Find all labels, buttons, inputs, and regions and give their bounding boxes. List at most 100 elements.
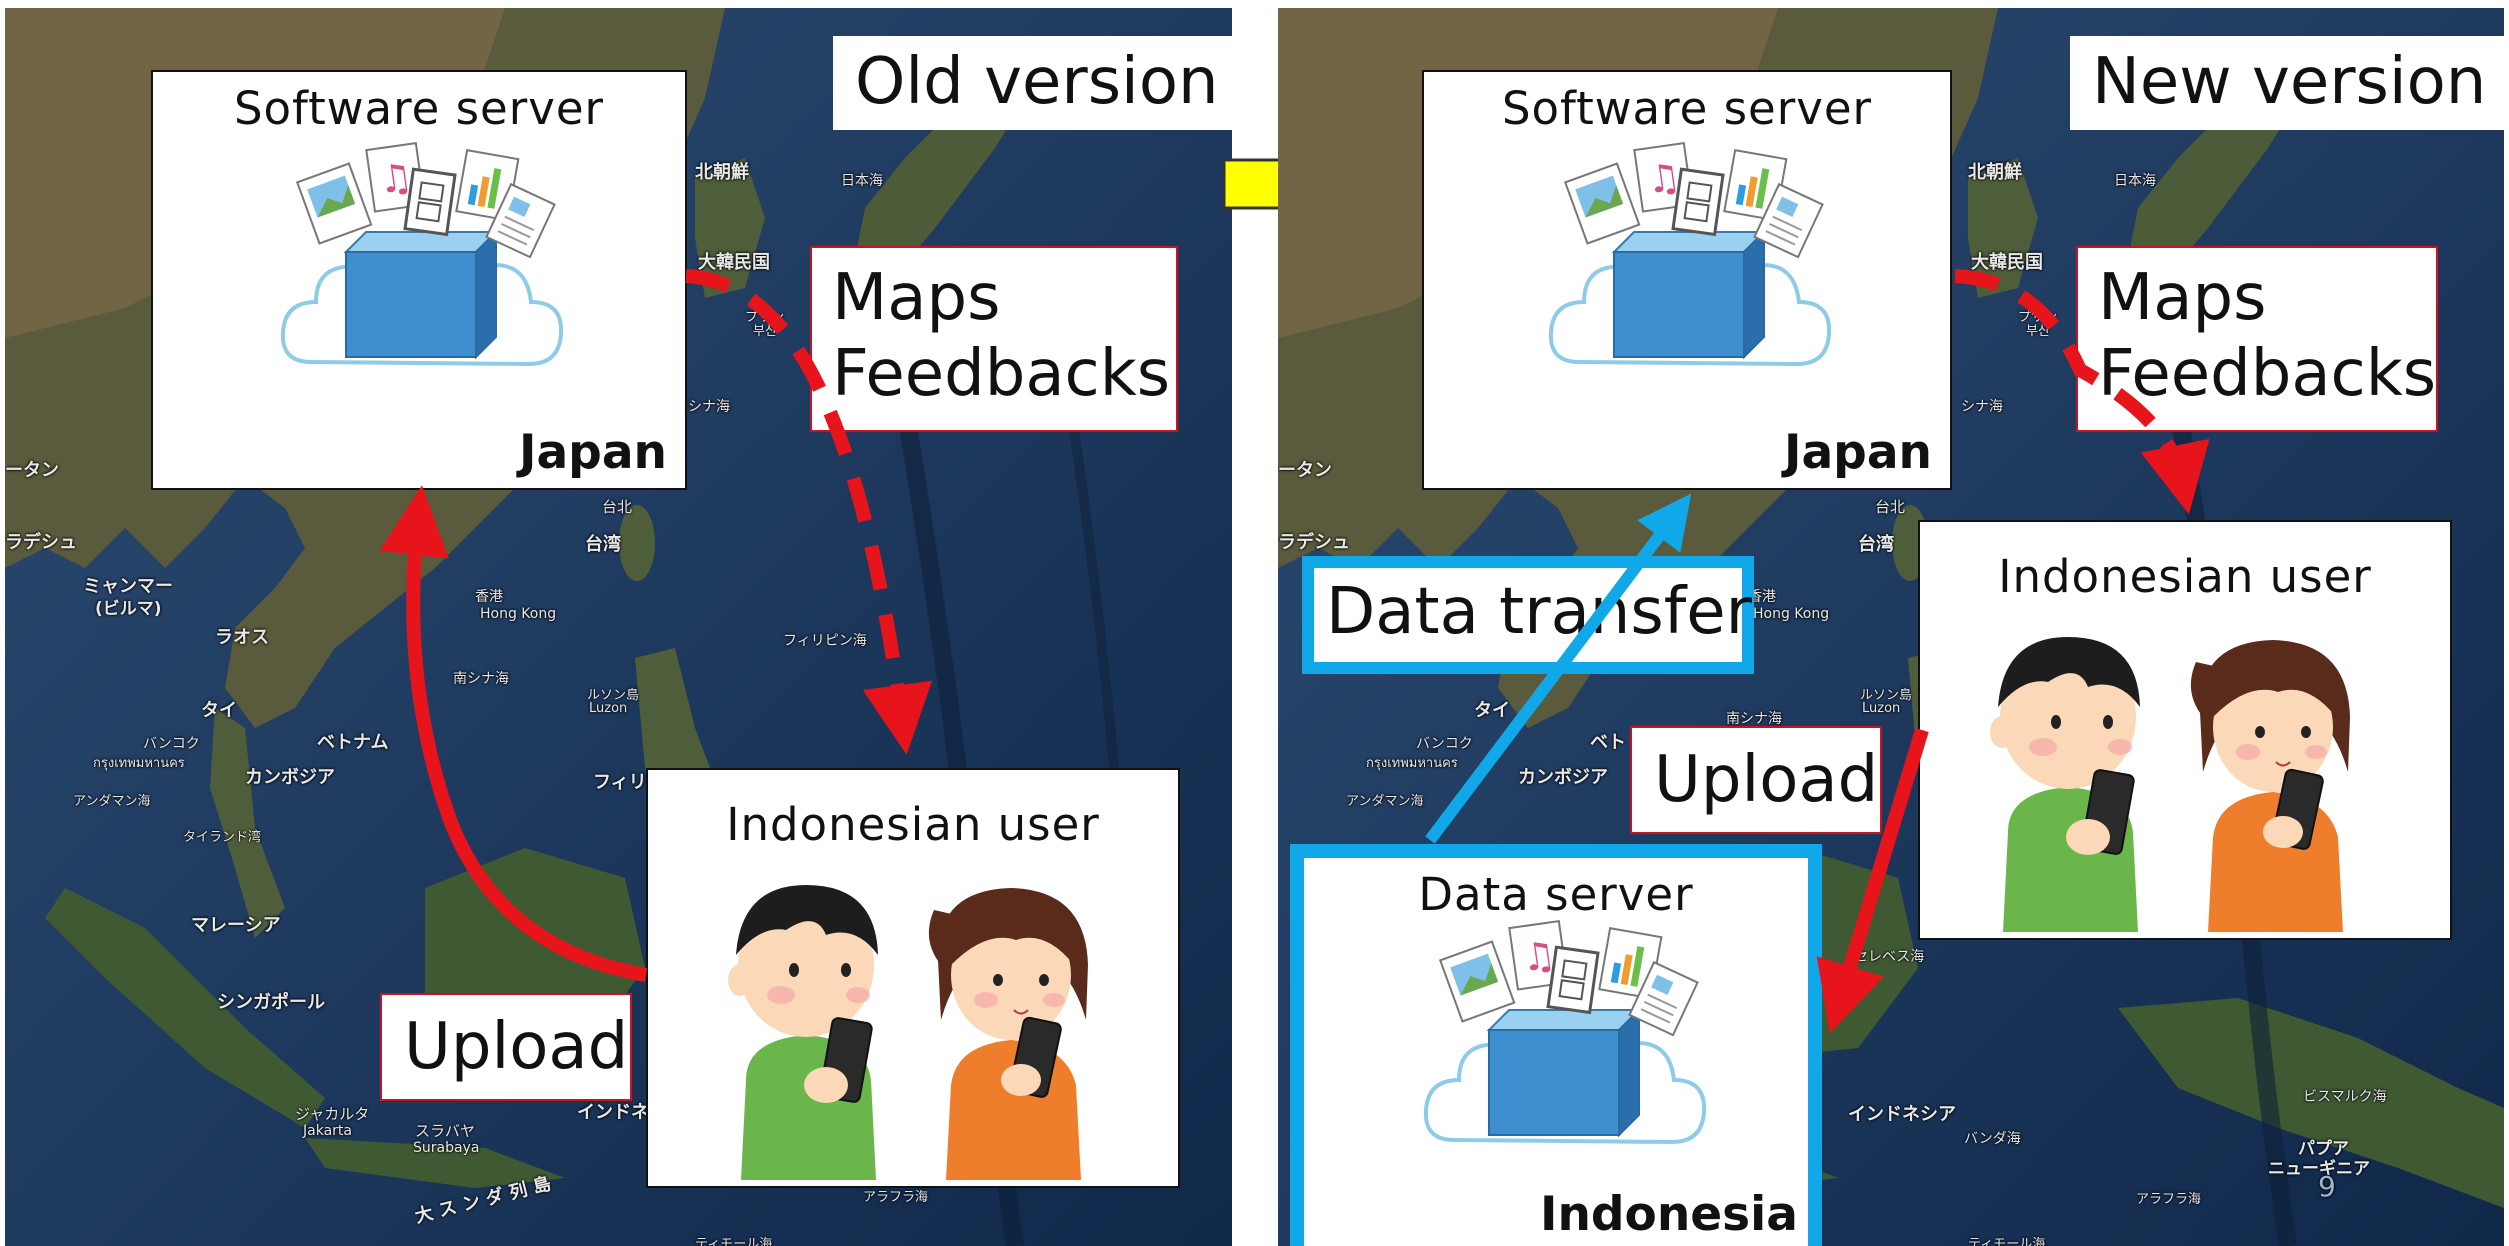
software-server-header: Software server xyxy=(233,82,605,135)
version-label: New version xyxy=(2070,36,2504,130)
map-label: カンボジア xyxy=(245,767,335,788)
maps-label: Maps xyxy=(832,261,1001,335)
map-label: ティモール海 xyxy=(695,1237,773,1246)
new-version-panel: 北朝鮮 日本海 大韓民国 プサン 부산 シナ海 台北 台湾 ータン ラデシュ 香… xyxy=(1278,8,2504,1246)
map-label: フィリピン海 xyxy=(783,633,867,649)
feedbacks-label: Feedbacks xyxy=(832,337,1171,411)
map-label: ータン xyxy=(5,460,59,481)
data-server-header: Data server xyxy=(1418,868,1694,921)
video-file-icon xyxy=(403,167,457,237)
video-file-icon xyxy=(1671,167,1725,237)
map-label: シナ海 xyxy=(688,399,730,415)
map-label: アラフラ海 xyxy=(863,1190,929,1205)
map-label: カンボジア xyxy=(1518,767,1608,788)
old-version-panel: 北朝鮮 日本海 大韓民国 プサン 부산 シナ海 台北 台湾 ータン ラデシュ ミ… xyxy=(5,8,1232,1246)
indonesian-user-box: Indonesian user xyxy=(1918,520,2452,940)
indonesian-user-box: Indonesian user xyxy=(646,768,1180,1188)
upload-label-box: Upload xyxy=(1630,726,1882,834)
map-label: タイランド湾 xyxy=(183,830,262,845)
map-label: 台湾 xyxy=(1858,534,1894,555)
version-label-text: New version xyxy=(2092,45,2487,119)
map-label: 南シナ海 xyxy=(1726,711,1782,727)
map-label: スラバヤ xyxy=(415,1122,475,1140)
map-label: インドネシア xyxy=(1848,1104,1956,1125)
map-label: กรุงเทพมหานคร xyxy=(93,756,185,771)
data-transfer-label-box: Data transfer xyxy=(1302,556,1754,674)
user-box-header: Indonesian user xyxy=(726,798,1100,851)
map-label: 北朝鮮 xyxy=(695,162,749,183)
database-box xyxy=(1611,229,1767,360)
cloud-server-icon: ♫ xyxy=(1548,142,1832,367)
map-label: シナ海 xyxy=(1961,399,2003,415)
map-label: バンコク xyxy=(1416,736,1473,752)
map-label: フィリ xyxy=(593,772,647,793)
maps-feedbacks-box: Maps Feedbacks xyxy=(2076,246,2438,432)
map-label: ラデシュ xyxy=(5,532,77,553)
maps-feedbacks-box: Maps Feedbacks xyxy=(810,246,1178,432)
map-label: マレーシア xyxy=(191,915,281,936)
image-file-icon xyxy=(1563,162,1641,245)
country-label: Japan xyxy=(518,425,667,480)
map-label: Luzon xyxy=(1862,701,1901,716)
cloud-server-icon: ♫ xyxy=(1423,920,1707,1145)
map-label: ータン xyxy=(1278,460,1332,481)
map-label: กรุงเทพมหานคร xyxy=(1366,756,1458,771)
map-label: タイ xyxy=(201,700,237,721)
users-illustration xyxy=(728,885,1088,1180)
boy-with-phone-icon xyxy=(728,885,878,1180)
map-label: Hong Kong xyxy=(480,606,557,622)
map-label: バンコク xyxy=(143,736,200,752)
database-box xyxy=(343,229,499,360)
map-label: 日本海 xyxy=(841,173,883,189)
map-label: 南シナ海 xyxy=(453,671,509,687)
map-label: ラデシュ xyxy=(1278,532,1350,553)
software-server-box: Software server ♫ xyxy=(1422,70,1952,490)
map-label: 台北 xyxy=(602,498,633,516)
data-transfer-label: Data transfer xyxy=(1326,575,1752,649)
page-number: 9 xyxy=(2318,1170,2336,1203)
map-label: アラフラ海 xyxy=(2136,1192,2202,1207)
map-label: 大韓民国 xyxy=(1971,252,2043,273)
map-label: 日本海 xyxy=(2114,173,2156,189)
map-label: インドネ xyxy=(577,1102,649,1123)
document-file-icon xyxy=(485,182,556,259)
map-label: ジャカルタ xyxy=(295,1105,370,1123)
maps-label: Maps xyxy=(2098,261,2267,335)
upload-label: Upload xyxy=(404,1010,629,1084)
map-label: タイ xyxy=(1474,700,1510,721)
map-label: Surabaya xyxy=(413,1140,480,1156)
map-label: シンガポール xyxy=(217,992,325,1013)
country-label: Indonesia xyxy=(1539,1187,1798,1242)
map-label: ルソン島 xyxy=(1860,688,1913,703)
map-label: ビスマルク海 xyxy=(2303,1089,2387,1105)
version-label-text: Old version xyxy=(855,45,1219,119)
map-label: 大韓民国 xyxy=(698,252,770,273)
cloud-server-icon: ♫ xyxy=(280,142,564,367)
document-file-icon xyxy=(1628,960,1699,1037)
version-label: Old version xyxy=(833,36,1232,130)
boy-with-phone-icon xyxy=(1990,637,2140,932)
map-label: ベトナム xyxy=(317,732,389,753)
data-server-box: Data server ♫ xyxy=(1290,844,1822,1246)
users-illustration xyxy=(1990,637,2350,932)
map-label: 부산 xyxy=(753,324,777,339)
user-box-header: Indonesian user xyxy=(1998,550,2372,603)
girl-with-phone-icon xyxy=(928,888,1088,1180)
map-label: ミャンマー xyxy=(83,576,173,597)
map-label: アンダマン海 xyxy=(73,794,151,809)
database-box xyxy=(1486,1007,1642,1138)
map-label: Hong Kong xyxy=(1753,606,1830,622)
map-label: アンダマン海 xyxy=(1346,794,1424,809)
feedbacks-label: Feedbacks xyxy=(2098,337,2437,411)
map-label: 香港 xyxy=(475,589,503,605)
map-label: 台湾 xyxy=(585,534,621,555)
document-file-icon xyxy=(1753,182,1824,259)
map-label: パプア xyxy=(2298,1139,2349,1159)
map-label: 香港 xyxy=(1748,589,1776,605)
software-server-header: Software server xyxy=(1501,82,1873,135)
video-file-icon xyxy=(1546,945,1600,1015)
map-label: Luzon xyxy=(589,701,628,716)
map-label: セレベス海 xyxy=(1854,949,1925,965)
map-label: 부산 xyxy=(2026,324,2050,339)
map-label: Jakarta xyxy=(303,1123,352,1139)
